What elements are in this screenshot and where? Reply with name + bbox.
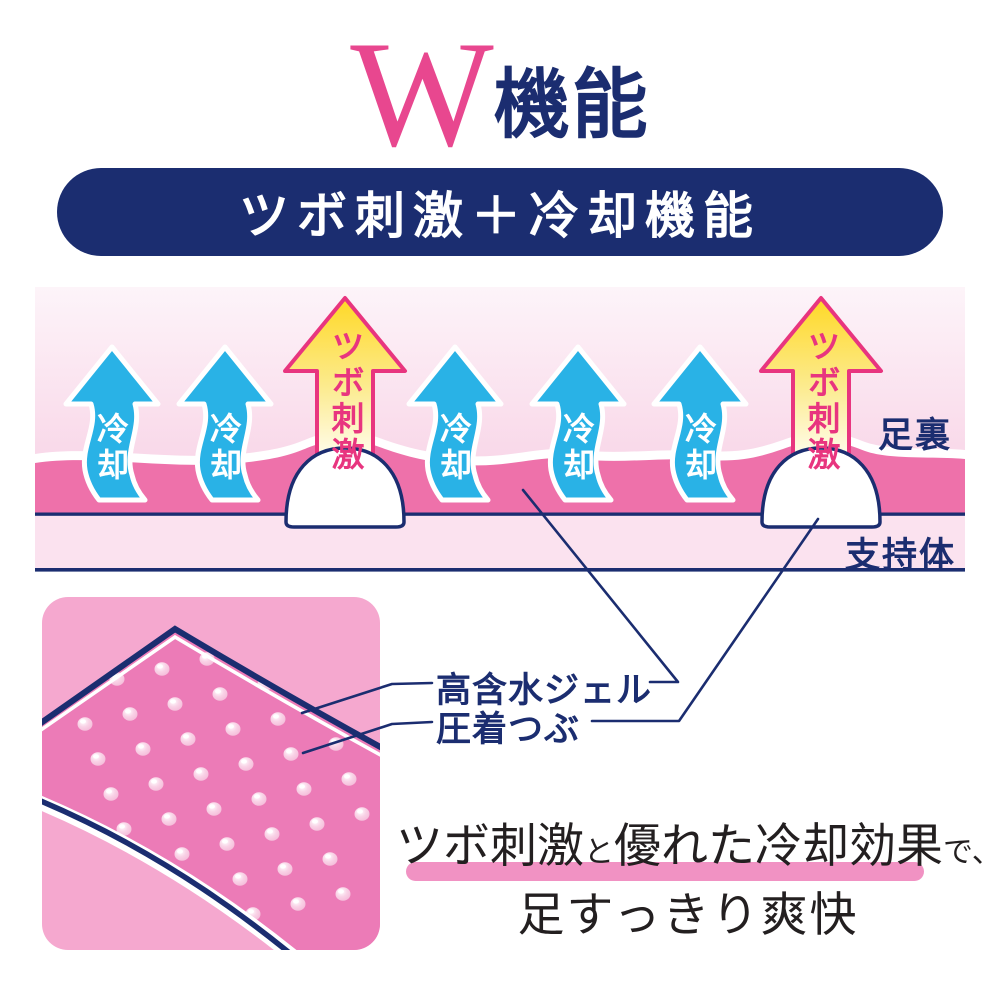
support-label: 支持体 xyxy=(845,536,957,575)
banner-text: ツボ刺激＋冷却機能 xyxy=(239,188,761,244)
sheet-bottom-edge xyxy=(42,796,294,950)
title-accent-letter: W xyxy=(350,10,494,178)
cooling-arrow-label: 冷却 xyxy=(206,412,242,484)
cooling-arrow-label: 冷却 xyxy=(93,412,129,484)
bump-callout-label: 圧着つぶ xyxy=(436,710,581,749)
diagram-graphic xyxy=(35,287,965,572)
tsubo-arrow-label: ツボ刺激 xyxy=(327,329,364,473)
tsubo-arrow-label: ツボ刺激 xyxy=(803,329,840,473)
gel-sheet-closeup xyxy=(42,597,380,950)
sole-label: 足裏 xyxy=(878,416,953,455)
page-title: W機能 xyxy=(0,18,1000,170)
cross-section-diagram xyxy=(35,287,965,577)
cooling-arrow-label: 冷却 xyxy=(559,412,595,484)
footer-plain-2: で、 xyxy=(943,836,1000,869)
support-bottom-line xyxy=(35,568,965,572)
footer-line2: 足すっきり爽快 xyxy=(517,889,859,942)
feature-banner: ツボ刺激＋冷却機能 xyxy=(57,168,943,256)
gel-support-boundary-line xyxy=(35,512,965,516)
footer-highlight-2: 優れた冷却効果 xyxy=(614,821,943,873)
footer-plain-1: と xyxy=(584,836,614,869)
cooling-arrow-label: 冷却 xyxy=(436,412,472,484)
title-text: 機能 xyxy=(493,64,650,148)
footer-highlight-1: ツボ刺激 xyxy=(396,821,584,873)
footer-copy: ツボ刺激と優れた冷却効果で、 足すっきり爽快 xyxy=(396,821,1000,945)
cooling-arrow-label: 冷却 xyxy=(681,412,717,484)
pink-highlight-bar xyxy=(406,862,924,881)
footer-line1: ツボ刺激と優れた冷却効果で、 xyxy=(396,821,1000,874)
